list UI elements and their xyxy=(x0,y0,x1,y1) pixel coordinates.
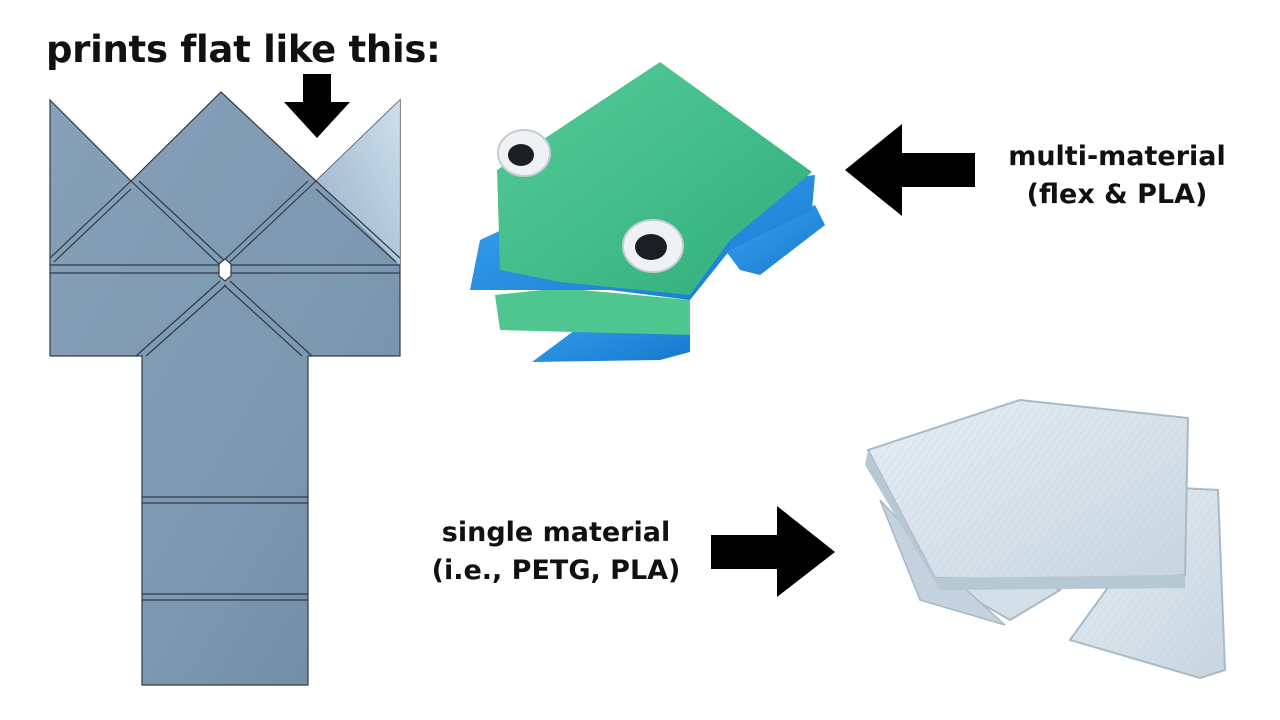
multi-material-label-line1: multi-material xyxy=(1008,141,1226,172)
multi-material-label: multi-material (flex & PLA) xyxy=(986,138,1248,214)
googly-eye xyxy=(497,129,551,177)
single-material-label-line1: single material xyxy=(441,517,671,548)
fold-lines xyxy=(49,180,401,601)
page-title: prints flat like this: xyxy=(46,28,441,71)
single-material-label: single material (i.e., PETG, PLA) xyxy=(418,514,694,590)
single-material-label-line2: (i.e., PETG, PLA) xyxy=(431,555,681,586)
highlight-panel xyxy=(316,100,400,265)
center-hole xyxy=(218,258,232,282)
flat-pattern-outline xyxy=(49,91,401,686)
multi-material-label-line2: (flex & PLA) xyxy=(1026,179,1208,210)
googly-eye xyxy=(622,219,684,273)
